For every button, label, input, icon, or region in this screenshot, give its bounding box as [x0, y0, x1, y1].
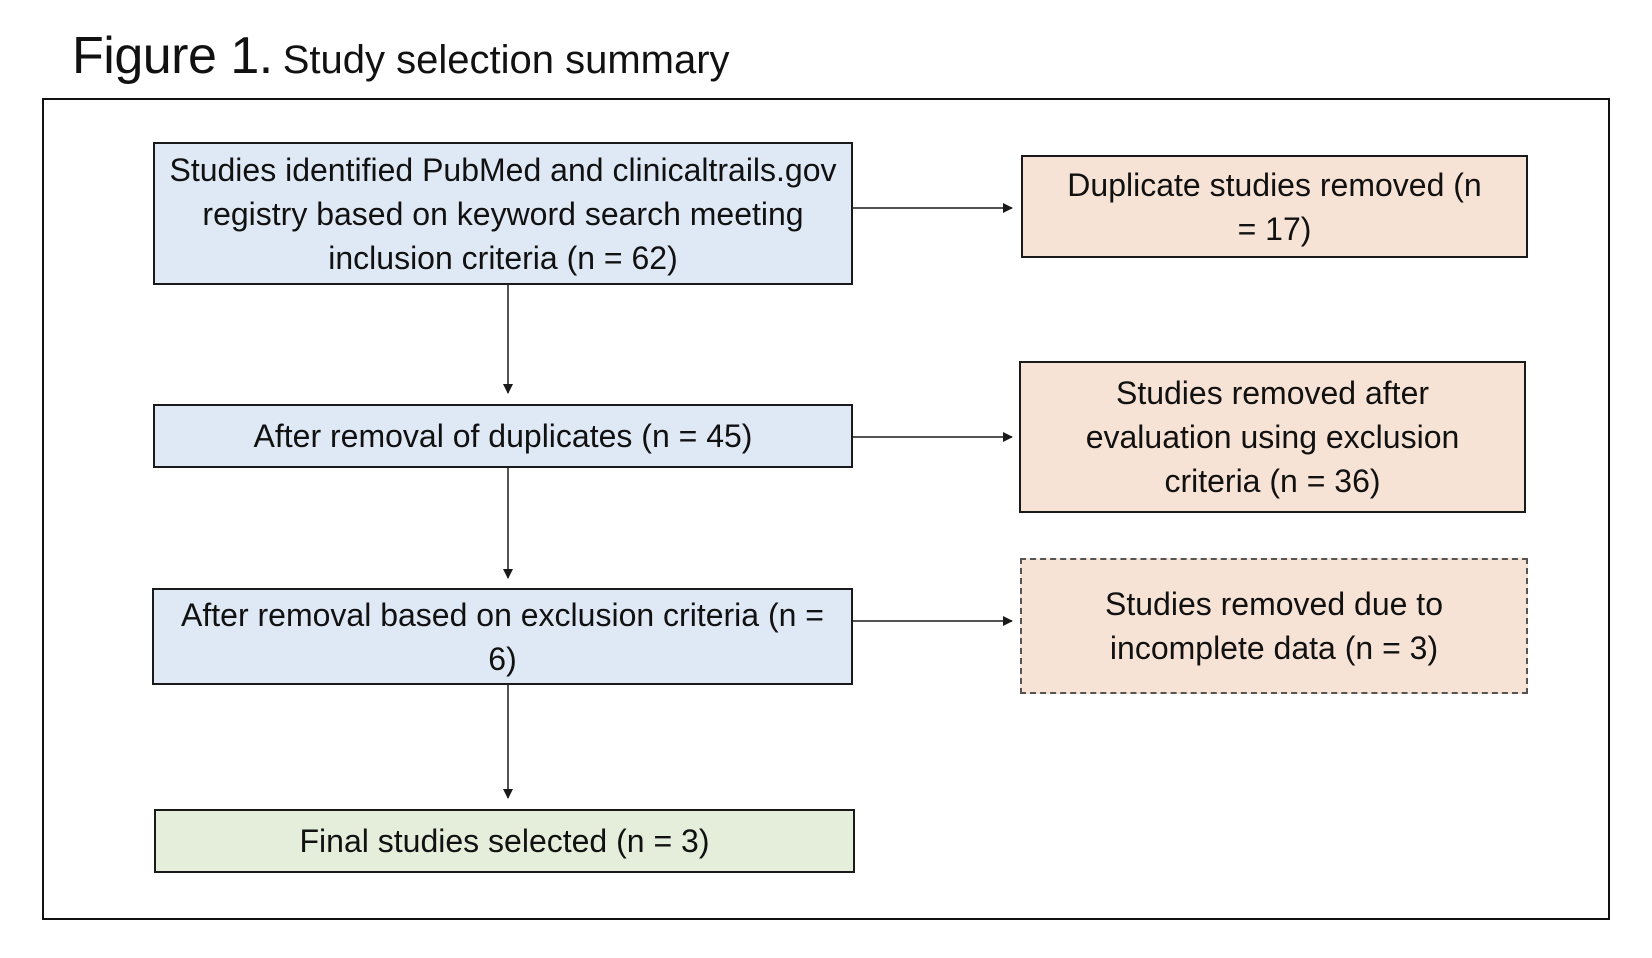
box-after-exclusion-text: After removal based on exclusion criteri… [181, 596, 824, 677]
box-identified-studies: Studies identified PubMed and clinicaltr… [153, 142, 853, 285]
figure-title: Figure 1. Study selection summary [72, 26, 730, 90]
box-duplicates-removed-text: Duplicate studies removed (n = 17) [1067, 166, 1482, 247]
box-after-exclusion: After removal based on exclusion criteri… [152, 588, 853, 685]
horizontal-arrows [853, 203, 1013, 626]
box-final-studies: Final studies selected (n = 3) [154, 809, 855, 873]
box-incomplete-removed-text: Studies removed due to incomplete data (… [1105, 586, 1443, 666]
box-exclusion-removed: Studies removed after evaluation using e… [1019, 361, 1526, 513]
box-incomplete-removed: Studies removed due to incomplete data (… [1020, 558, 1528, 694]
figure-label: Figure 1. [72, 27, 273, 85]
box-identified-studies-text: Studies identified PubMed and clinicaltr… [169, 151, 837, 276]
diagram-frame [42, 98, 1610, 920]
figure-caption: Study selection summary [282, 38, 730, 82]
box-after-duplicates-text: After removal of duplicates (n = 45) [253, 418, 753, 454]
box-duplicates-removed: Duplicate studies removed (n = 17) [1021, 155, 1528, 258]
box-final-studies-text: Final studies selected (n = 3) [299, 823, 710, 859]
box-after-duplicates: After removal of duplicates (n = 45) [153, 404, 853, 468]
box-exclusion-removed-text: Studies removed after evaluation using e… [1085, 375, 1460, 499]
